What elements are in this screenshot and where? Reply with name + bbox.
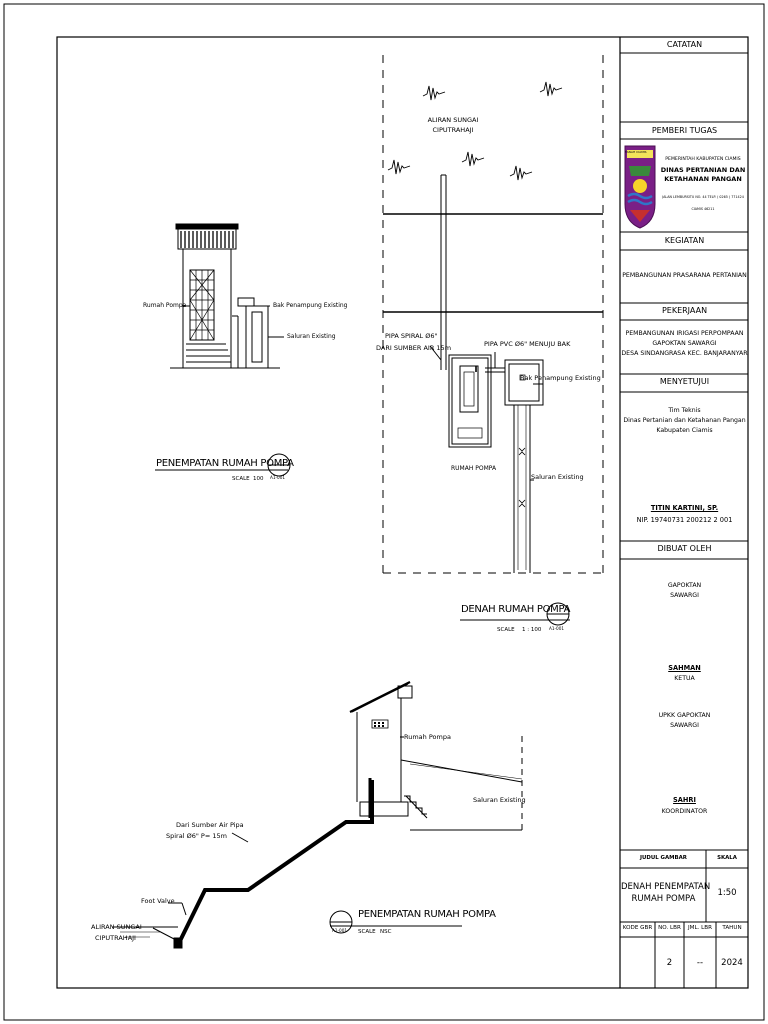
agency-address2: CIAMIS 46211 [691,207,715,211]
scale-text-bottom: SCALE [358,929,376,935]
maker-person1-name: SAHMAN [668,664,701,672]
title-penempatan-bottom: PENEMPATAN RUMAH POMPA [358,909,496,920]
label-saluran-plan: Saluran Existing [531,473,584,481]
maker-person2-name: SAHRI [673,796,696,804]
maker-org2-line2: SAWARGI [670,722,699,729]
approver-line2: Dinas Pertanian dan Ketahanan Pangan [623,417,746,424]
label-sungai-section-2: CIPUTRAHAJI [95,934,136,942]
pekerjaan-line2: GAPOKTAN SAWARGI [652,340,717,347]
scale-value-bottom: NSC [380,929,392,935]
label-bak-elev: Bak Penampung Existing [273,302,348,309]
label-saluran-elev: Saluran Existing [287,333,336,340]
label-sumber-1: Dari Sumber Air Pipa [176,821,244,829]
label-sungai-section-1: ALIRAN SUNGAI [91,923,142,931]
kode-gbr-label: KODE GBR [622,925,653,931]
label-sungai-plan-2: CIPUTRAHAJI [432,126,474,134]
jml-lbr-value: -- [696,958,704,968]
label-saluran-section: Saluran Existing [473,796,526,804]
ciamis-logo-icon [624,145,656,229]
ref-top-left: A1-001 [270,475,286,480]
scale-text-top-left: SCALE [232,476,250,482]
title-denah-rumah-pompa: DENAH RUMAH POMPA [461,604,571,615]
maker-org1-line1: GAPOKTAN [667,582,702,589]
label-foot-valve: Foot Valve [141,897,175,905]
scale-value-top-left: 100 [253,476,264,482]
scale-text-top-right: SCALE [497,627,515,633]
label-rumah-plan: RUMAH POMPA [451,465,497,472]
tahun-value: 2024 [721,958,743,968]
scale-value-top-right: 1 : 100 [522,627,542,633]
skala-value: 1:50 [717,888,737,898]
pekerjaan-line1: PEMBANGUNAN IRIGASI PERPOMPAAN [625,330,744,337]
menyetujui-title: MENYETUJUI [659,377,710,386]
logo-label: TANAH CIAMIS [625,150,647,154]
kegiatan-title: KEGIATAN [664,236,705,245]
skala-label: SKALA [717,855,737,861]
no-lbr-label: NO. LBR [658,925,681,931]
maker-person2-role: KOORDINATOR [661,808,708,815]
label-sumber-2: Spiral Ø6" P= 15m [166,832,227,840]
label-pipa-pvc: PIPA PVC Ø6" MENUJU BAK [484,340,571,348]
label-bak-plan: Bak Penampung Existing [520,374,601,382]
label-rumah-pompa-elev: Rumah Pompa [143,302,187,309]
title-penempatan-top: PENEMPATAN RUMAH POMPA [156,458,294,469]
label-sungai-plan-1: ALIRAN SUNGAI [427,116,479,124]
maker-org1-line2: SAWARGI [670,592,699,599]
agency-line3: KETAHANAN PANGAN [664,175,742,183]
ref-top-right: A1-001 [549,626,565,631]
jml-lbr-label: JML. LBR [688,925,712,931]
label-pipa-spiral-2: DARI SUMBER AIR 15m [376,344,452,352]
catatan-title: CATATAN [666,40,703,49]
label-pipa-spiral-1: PIPA SPIRAL Ø6" [385,332,438,340]
pekerjaan-line3: DESA SINDANGRASA KEC. BANJARANYAR [621,350,748,357]
no-lbr-value: 2 [666,958,673,968]
tahun-label: TAHUN [722,925,742,931]
label-rumah-pompa-section: Rumah Pompa [404,733,451,741]
pekerjaan-title: PEKERJAAN [661,306,708,315]
judul-gambar-label: JUDUL GAMBAR [640,855,687,861]
judul-gambar-line2: RUMAH POMPA [631,894,696,904]
kegiatan-text: PEMBANGUNAN PRASARANA PERTANIAN [622,272,747,279]
agency-address1: JALAN LEMBURSITU NO. 44 TELP. ( 0265 ) 7… [662,195,744,199]
approver-name: TITIN KARTINI, SP. [650,504,719,512]
dibuat-oleh-title: DIBUAT OLEH [657,544,712,553]
agency-line2: DINAS PERTANIAN DAN [660,166,746,174]
maker-person1-role: KETUA [674,675,695,682]
approver-line1: Tim Teknis [668,407,701,414]
judul-gambar-line1: DENAH PENEMPATAN [621,882,711,892]
approver-line3: Kabupaten Ciamis [656,427,713,434]
pemberi-tugas-title: PEMBERI TUGAS [651,126,718,135]
agency-line1: PEMERINTAH KABUPATEN CIAMIS [665,157,741,162]
ref-bottom: A1-001 [332,928,348,933]
maker-org2-line1: UPKK GAPOKTAN [658,712,711,719]
approver-nip: NIP. 19740731 200212 2 001 [636,516,733,524]
